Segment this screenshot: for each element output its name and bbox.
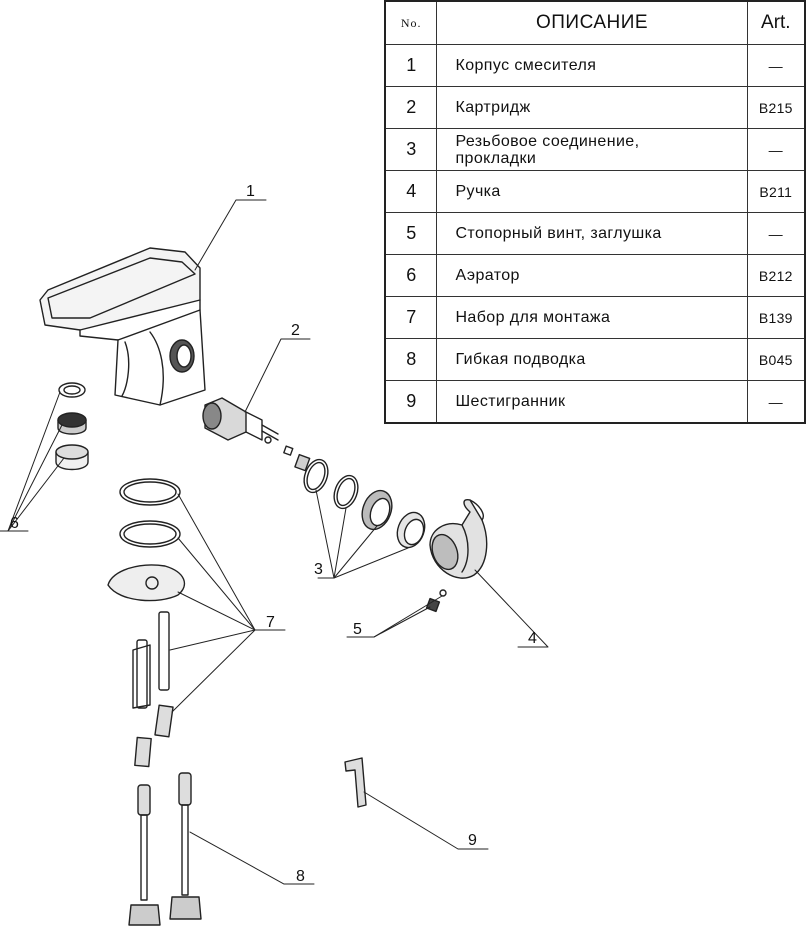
row-description: Набор для монтажа (436, 296, 748, 339)
row-no: 7 (384, 296, 438, 339)
row-description: Ручка (436, 170, 748, 213)
callout-5: 5 (353, 621, 362, 638)
row-description: Резьбовое соединение, прокладки (436, 128, 748, 171)
row-art: B211 (746, 170, 806, 213)
header-no: No. (384, 0, 438, 45)
table-row: 8 Гибкая подводка B045 (384, 338, 806, 381)
callout-7: 7 (266, 614, 275, 631)
row-art: B045 (746, 338, 806, 381)
row-no: 5 (384, 212, 438, 255)
row-no: 9 (384, 380, 438, 424)
row-art: B215 (746, 86, 806, 129)
threaded-connection-seals (303, 458, 426, 549)
row-art: B212 (746, 254, 806, 297)
leader-lines (0, 199, 549, 885)
header-art: Art. (746, 0, 806, 45)
handle (429, 498, 488, 579)
table-row: 9 Шестигранник — (384, 380, 806, 424)
row-description: Гибкая подводка (436, 338, 748, 381)
table-row: 7 Набор для монтажа B139 (384, 296, 806, 339)
row-art: — (746, 380, 806, 424)
table-header: No. ОПИСАНИЕ Art. (384, 0, 806, 45)
callout-8: 8 (296, 868, 305, 885)
callout-2: 2 (291, 322, 300, 339)
row-no: 4 (384, 170, 438, 213)
callout-4: 4 (528, 630, 537, 647)
parts-table: No. ОПИСАНИЕ Art. 1 Корпус смесителя — 2… (384, 0, 806, 424)
table-row: 6 Аэратор B212 (384, 254, 806, 297)
header-description: ОПИСАНИЕ (436, 0, 748, 45)
row-no: 2 (384, 86, 438, 129)
aerator (55, 382, 89, 471)
mounting-kit (107, 478, 186, 768)
row-art: — (746, 44, 806, 87)
callout-6: 6 (10, 515, 19, 532)
table-row: 4 Ручка B211 (384, 170, 806, 213)
row-no: 3 (384, 128, 438, 171)
callout-3: 3 (314, 561, 323, 578)
row-description: Аэратор (436, 254, 748, 297)
row-art: — (746, 212, 806, 255)
row-description: Стопорный винт, заглушка (436, 212, 748, 255)
table-row: 5 Стопорный винт, заглушка — (384, 212, 806, 255)
table-row: 1 Корпус смесителя — (384, 44, 806, 87)
row-art: — (746, 128, 806, 171)
row-no: 8 (384, 338, 438, 381)
row-description: Шестигранник (436, 380, 748, 424)
table-row: 3 Резьбовое соединение, прокладки — (384, 128, 806, 171)
table-row: 2 Картридж B215 (384, 86, 806, 129)
callout-9: 9 (468, 832, 477, 849)
row-description: Корпус смесителя (436, 44, 748, 87)
callout-1: 1 (246, 183, 255, 200)
flexible-hoses (128, 772, 202, 926)
row-no: 6 (384, 254, 438, 297)
set-screw-plug (425, 589, 447, 613)
cartridge (202, 397, 311, 472)
row-art: B139 (746, 296, 806, 339)
hex-key (344, 757, 367, 808)
faucet-body (39, 247, 206, 406)
row-description: Картридж (436, 86, 748, 129)
row-no: 1 (384, 44, 438, 87)
